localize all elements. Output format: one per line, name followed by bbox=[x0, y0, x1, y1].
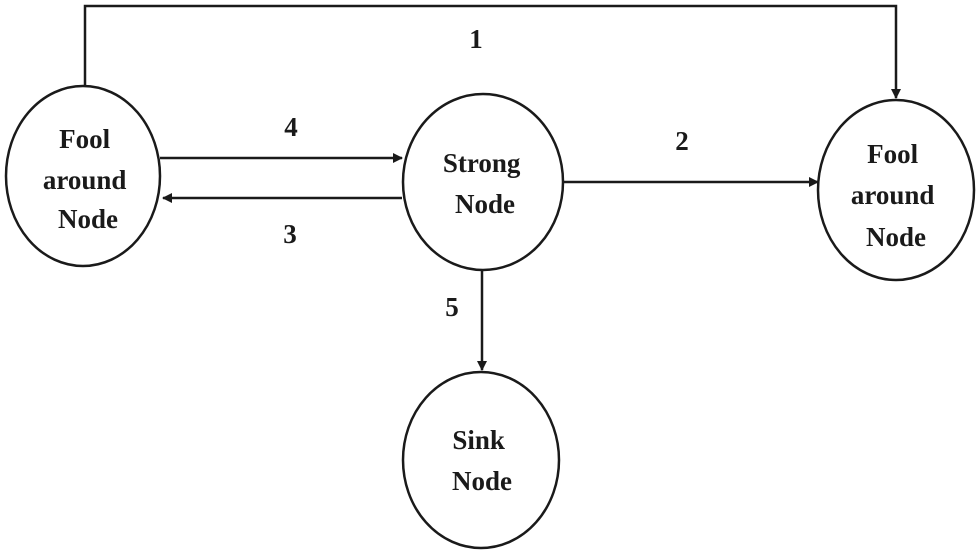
node-sink: Sink Node bbox=[401, 370, 561, 550]
node-strong-shape bbox=[401, 92, 565, 272]
edge-4-label: 4 bbox=[284, 112, 298, 142]
node-fool-around-left-shape bbox=[4, 84, 162, 268]
node-fool-around-left: Fool around Node bbox=[4, 84, 162, 268]
node-sink-label: Sink Node bbox=[452, 425, 512, 496]
node-sink-shape bbox=[401, 370, 561, 550]
edge-1: 1 bbox=[83, 4, 901, 99]
node-fool-around-right: Fool around Node bbox=[816, 98, 976, 282]
node-strong: Strong Node bbox=[401, 92, 565, 272]
node-fool-around-right-shape bbox=[816, 98, 976, 282]
node-fool-around-right-label: Fool around Node bbox=[851, 139, 941, 252]
edge-2-label: 2 bbox=[675, 126, 689, 156]
edge-3-label: 3 bbox=[283, 219, 297, 249]
edge-3: 3 bbox=[162, 193, 402, 249]
edge-5: 5 bbox=[445, 270, 487, 371]
node-strong-label: Strong Node bbox=[443, 148, 527, 219]
edge-5-label: 5 bbox=[445, 292, 459, 322]
edge-4: 4 bbox=[160, 112, 403, 163]
edge-1-label: 1 bbox=[469, 24, 483, 54]
edge-2: 2 bbox=[563, 126, 819, 187]
node-fool-around-left-label: Fool around Node bbox=[43, 124, 133, 234]
edge-1-line bbox=[83, 4, 901, 99]
